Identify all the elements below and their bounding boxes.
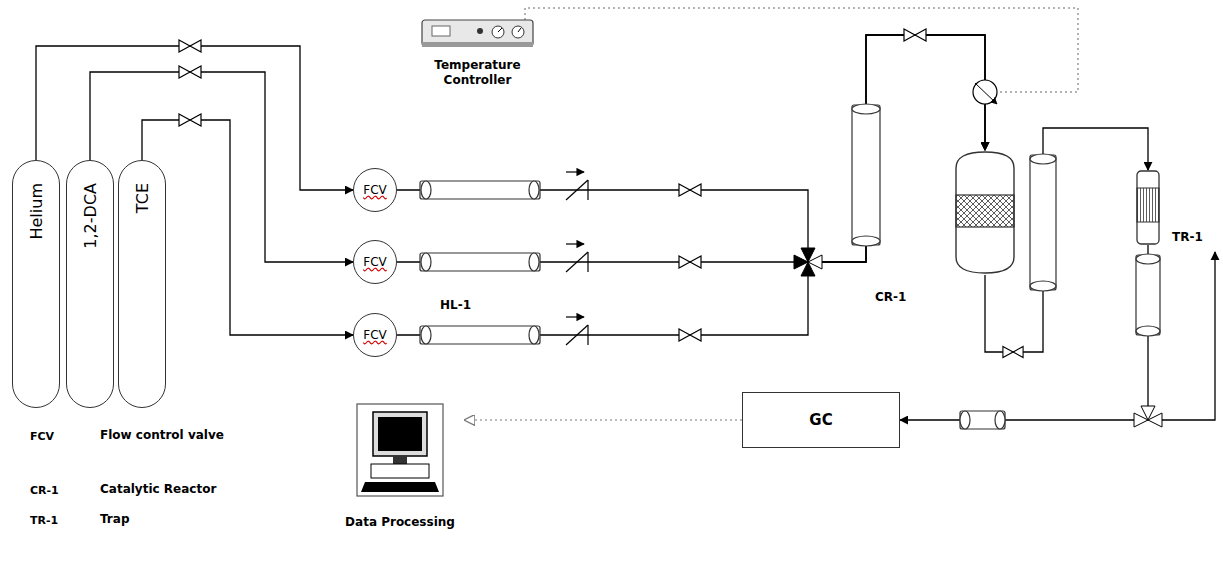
equipment-picture <box>353 402 448 511</box>
flow-control-valve: FCV <box>353 168 397 212</box>
node-label: FCV <box>363 255 387 269</box>
node-label: Helium <box>27 183 46 240</box>
gate-valve <box>679 256 701 268</box>
gate-valve <box>179 114 201 126</box>
heating-line <box>420 181 540 344</box>
preheater-tube <box>852 104 880 246</box>
gate-valve <box>679 184 701 196</box>
flow-control-valve: FCV <box>353 240 397 284</box>
node-label: Data Processing <box>345 515 455 530</box>
node-label: 1,2-DCA <box>81 183 100 249</box>
gate-valve <box>179 40 201 52</box>
signal-connector <box>465 420 742 421</box>
equipment-picture <box>1136 170 1160 245</box>
gas-cylinder: Helium <box>12 160 60 408</box>
gas-cylinder: 1,2-DCA <box>66 160 114 408</box>
check-valve <box>566 172 588 345</box>
node-label: TR-1 <box>1172 230 1203 245</box>
trap: TR-1 <box>1136 170 1160 245</box>
pipe-connector <box>900 245 1148 420</box>
gate-valve <box>904 29 926 41</box>
equipment-picture <box>955 150 1015 275</box>
gate-valve <box>1003 347 1023 358</box>
legend-abbreviation: FCV <box>30 430 54 443</box>
vent-line <box>1160 252 1215 420</box>
node-label: FCV <box>363 328 387 342</box>
node-label: GC <box>809 411 832 429</box>
pipe-connector <box>142 120 353 335</box>
node-label: FCV <box>363 183 387 197</box>
data-processing-computer: Data Processing <box>335 402 465 547</box>
gc-box: GC <box>742 392 900 448</box>
legend-description: Flow control valve <box>100 428 224 442</box>
outlet-tube <box>960 254 1160 429</box>
legend-description: Trap <box>100 512 129 526</box>
part-label: HL-1 <box>440 298 471 312</box>
node-label: CR-1 <box>875 290 906 305</box>
flow-control-valve: FCV <box>353 313 397 357</box>
temperature-controller: Temperature Controller <box>415 16 540 106</box>
pipe-connector <box>397 35 985 262</box>
control-signal <box>525 8 1078 92</box>
node-label: Temperature Controller <box>418 58 538 88</box>
legend-abbreviation: TR-1 <box>30 514 58 527</box>
gate-valve <box>179 66 201 78</box>
gate-valve <box>679 329 701 341</box>
gas-cylinder: TCE <box>118 160 166 408</box>
catalytic-reactor: CR-1 <box>955 150 1015 275</box>
legend-abbreviation: CR-1 <box>30 484 59 497</box>
three-way-valve <box>1134 406 1162 427</box>
return-tube <box>1030 154 1056 291</box>
pipe-connector <box>397 35 985 335</box>
mixing-valve <box>794 248 822 276</box>
heat-exchanger <box>973 80 997 104</box>
equipment-picture <box>420 16 535 54</box>
node-label: TCE <box>133 183 152 213</box>
pipe-connector <box>397 35 985 262</box>
legend-description: Catalytic Reactor <box>100 482 216 496</box>
